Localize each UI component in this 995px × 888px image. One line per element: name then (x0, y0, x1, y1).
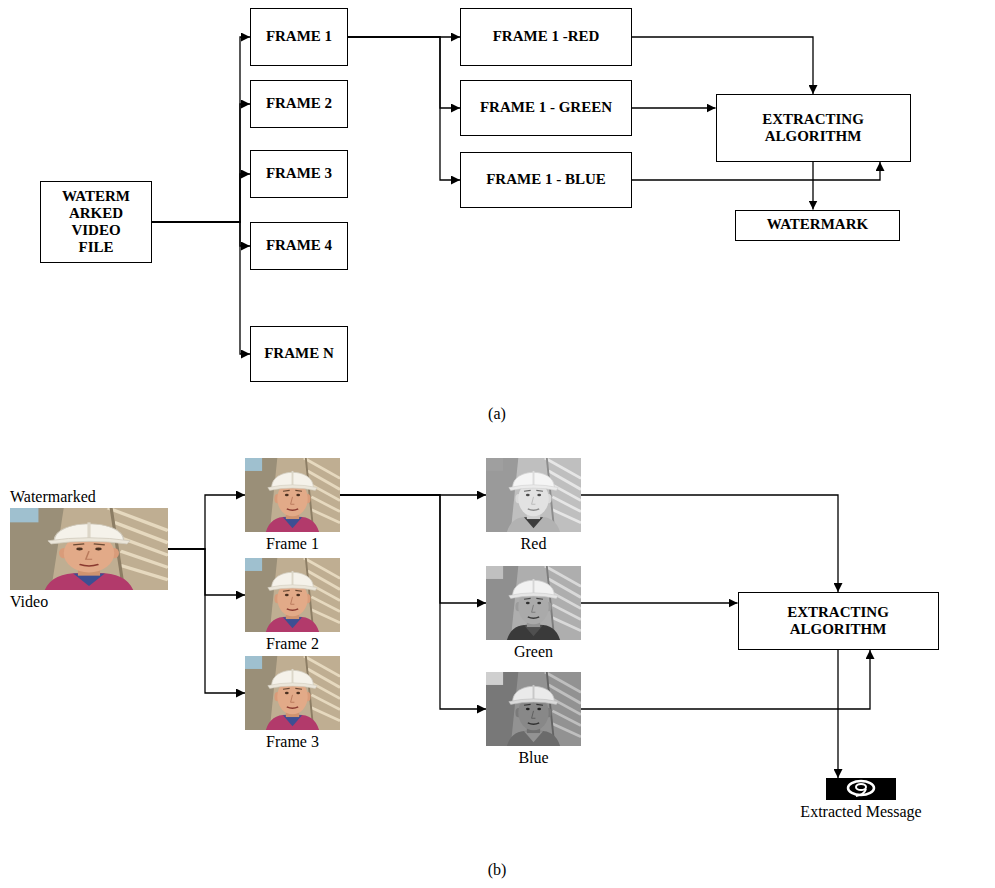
video-frame-image: Frame 1 (245, 458, 340, 532)
arrow-connector (837, 650, 838, 778)
arrow-connector (152, 104, 250, 222)
image-caption: Video (10, 592, 48, 611)
arrow-connector (340, 495, 486, 709)
process-box: FRAME 3 (250, 150, 348, 198)
video-frame-image: Frame 2 (245, 558, 340, 632)
process-box: FRAME 1 - BLUE (460, 152, 632, 208)
process-box: FRAME N (250, 326, 348, 382)
image-caption: Frame 1 (266, 534, 319, 553)
video-frame-image: Frame 3 (245, 656, 340, 730)
arrow-connector (632, 37, 813, 94)
image-caption: Blue (518, 748, 548, 767)
arrow-connector (581, 602, 738, 603)
video-frame-image: Green (486, 566, 581, 640)
figure-part-label: (a) (488, 404, 506, 423)
process-box: FRAME 1 (250, 8, 348, 66)
arrow-connector (152, 37, 250, 222)
image-caption: Extracted Message (800, 802, 921, 821)
arrow-connector (632, 162, 880, 180)
arrow-connector (152, 222, 250, 354)
image-caption: Red (521, 534, 547, 553)
video-picture (10, 508, 168, 590)
arrow-connector (152, 174, 250, 222)
process-box: WATERMARK (735, 210, 900, 241)
video-frame-image: WatermarkedVideo (10, 508, 168, 590)
green-channel-picture (486, 566, 581, 640)
arrow-connector (581, 650, 870, 709)
process-box: EXTRACTING ALGORITHM (716, 94, 911, 162)
arrow-connector (152, 222, 250, 246)
image-caption: Green (514, 642, 553, 661)
box-text: FRAME 1 (266, 28, 332, 45)
frame-picture (245, 656, 340, 730)
frame-picture (245, 558, 340, 632)
image-caption: Watermarked (10, 487, 96, 506)
box-text: WATERM ARKED VIDEO FILE (62, 188, 130, 257)
box-text: FRAME 1 - GREEN (480, 99, 612, 116)
arrow-connector (348, 37, 460, 180)
process-box: FRAME 2 (250, 80, 348, 128)
video-frame-image: Blue (486, 672, 581, 746)
video-frame-image: Red (486, 458, 581, 532)
arrow-connector (168, 549, 245, 595)
arrow-connector (168, 495, 245, 549)
image-caption: Frame 3 (266, 732, 319, 751)
figure-part-label: (b) (488, 860, 507, 879)
video-frame-image: Extracted Message (826, 778, 896, 800)
box-text: FRAME 1 -RED (493, 28, 600, 45)
arrow-connector (340, 495, 486, 603)
arrow-connector (348, 37, 460, 108)
process-box: FRAME 1 -RED (460, 8, 632, 66)
arrow-connector (168, 549, 245, 693)
process-box: WATERM ARKED VIDEO FILE (40, 181, 152, 263)
box-text: FRAME 2 (266, 95, 332, 112)
arrow-connector (812, 162, 813, 210)
box-text: FRAME 4 (266, 237, 332, 254)
box-text: FRAME 3 (266, 165, 332, 182)
box-text: EXTRACTING ALGORITHM (723, 111, 904, 146)
frame-picture (245, 458, 340, 532)
arrow-connector (632, 107, 716, 108)
box-text: FRAME N (264, 345, 334, 362)
box-text: FRAME 1 - BLUE (486, 171, 606, 188)
blue-channel-picture (486, 672, 581, 746)
watermark-picture (826, 778, 896, 800)
red-channel-picture (486, 458, 581, 532)
process-box: EXTRACTING ALGORITHM (738, 592, 939, 650)
process-box: FRAME 1 - GREEN (460, 80, 632, 136)
box-text: EXTRACTING ALGORITHM (745, 604, 932, 639)
image-caption: Frame 2 (266, 634, 319, 653)
arrow-connector (581, 495, 838, 592)
process-box: FRAME 4 (250, 222, 348, 270)
box-text: WATERMARK (767, 216, 868, 233)
